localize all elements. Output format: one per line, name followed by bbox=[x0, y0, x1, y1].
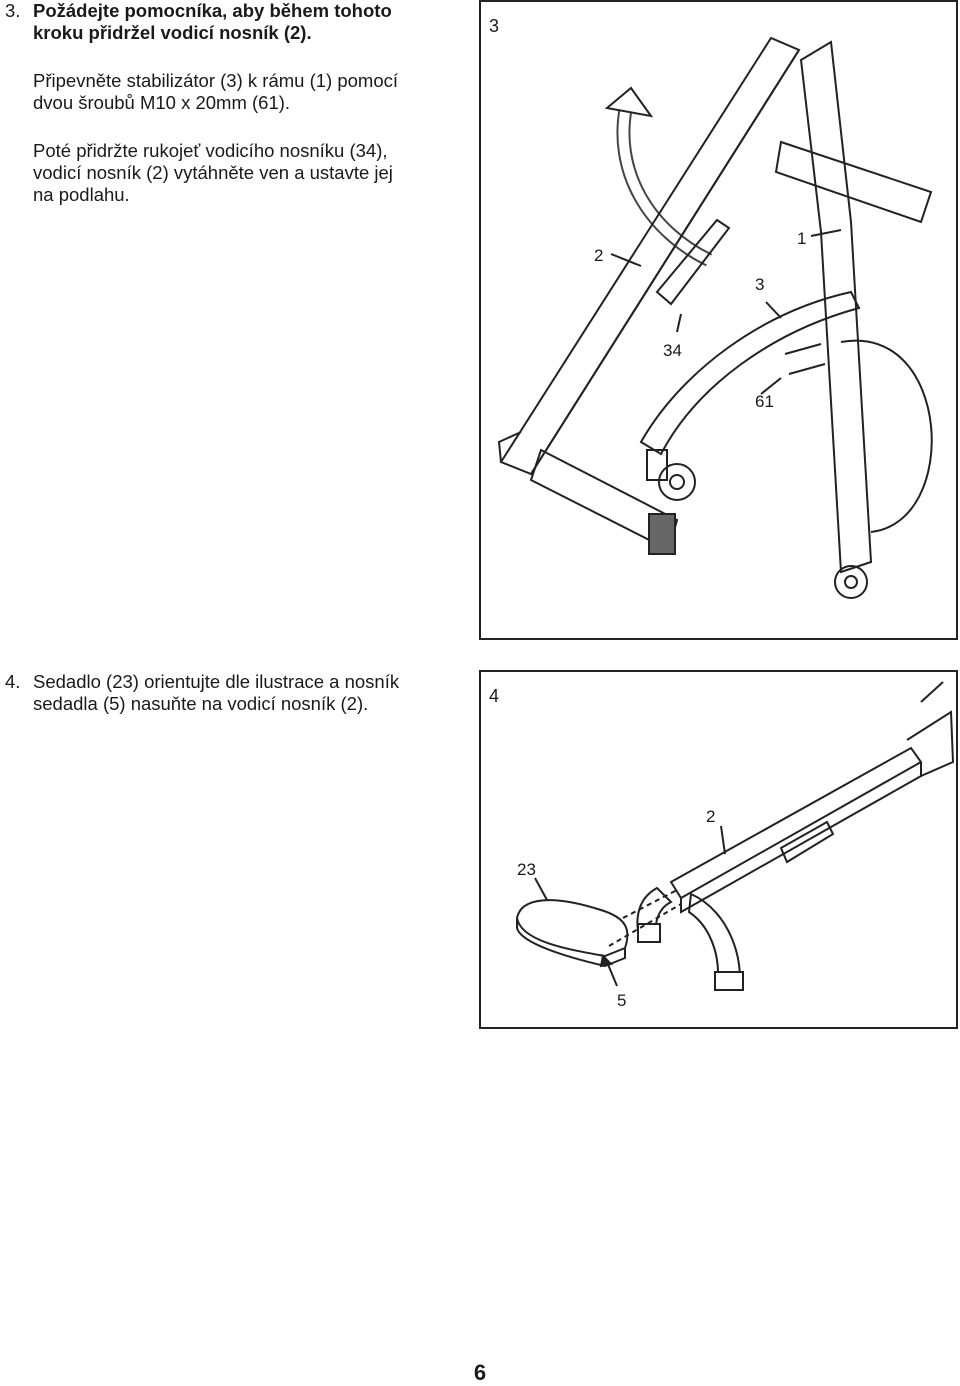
callout-1: 1 bbox=[797, 229, 806, 248]
step-3-heading-line-2: kroku přidržel vodicí nosník (2). bbox=[33, 22, 312, 43]
step-3-para-2-line-2: vodicí nosník (2) vytáhněte ven a ustavt… bbox=[33, 162, 393, 183]
figure-3-number: 3 bbox=[489, 16, 500, 36]
step-3-para-2-line-1: Poté přidržte rukojeť vodicího nosníku (… bbox=[33, 140, 388, 161]
figure-3-illustration: 2 1 3 34 61 bbox=[497, 36, 933, 599]
step-4-number: 4. bbox=[5, 671, 21, 692]
step-3-number: 3. bbox=[5, 0, 21, 21]
step-3-instructions: 3.Požádejte pomocníka, aby během tohoto … bbox=[5, 0, 398, 206]
step-4-instructions: 4. Sedadlo (23) orientujte dle ilustrace … bbox=[5, 671, 399, 715]
callout-5: 5 bbox=[617, 991, 626, 1010]
step-4-line-1: Sedadlo (23) orientujte dle ilustrace a … bbox=[33, 671, 400, 692]
figure-3-panel: 3 bbox=[479, 0, 958, 640]
page-number: 6 bbox=[473, 1360, 487, 1385]
figure-4-illustration: 2 23 5 bbox=[515, 681, 955, 1010]
figure-4-number: 4 bbox=[489, 686, 500, 706]
step-3-para-2-line-3: na podlahu. bbox=[33, 184, 130, 205]
callout-23: 23 bbox=[517, 860, 536, 879]
callout-2: 2 bbox=[706, 807, 715, 826]
callout-61: 61 bbox=[755, 392, 774, 411]
step-3-para-1-line-1: Připevněte stabilizátor (3) k rámu (1) p… bbox=[33, 70, 398, 91]
step-3-para-1-line-2: dvou šroubů M10 x 20mm (61). bbox=[33, 92, 291, 113]
callout-34: 34 bbox=[663, 341, 682, 360]
step-3-heading-line-1: Požádejte pomocníka, aby během tohoto bbox=[33, 0, 392, 21]
step-4-line-2: sedadla (5) nasuňte na vodicí nosník (2)… bbox=[33, 693, 369, 714]
callout-3: 3 bbox=[755, 275, 764, 294]
callout-2: 2 bbox=[594, 246, 603, 265]
figure-4-panel: 4 2 bbox=[479, 670, 958, 1029]
